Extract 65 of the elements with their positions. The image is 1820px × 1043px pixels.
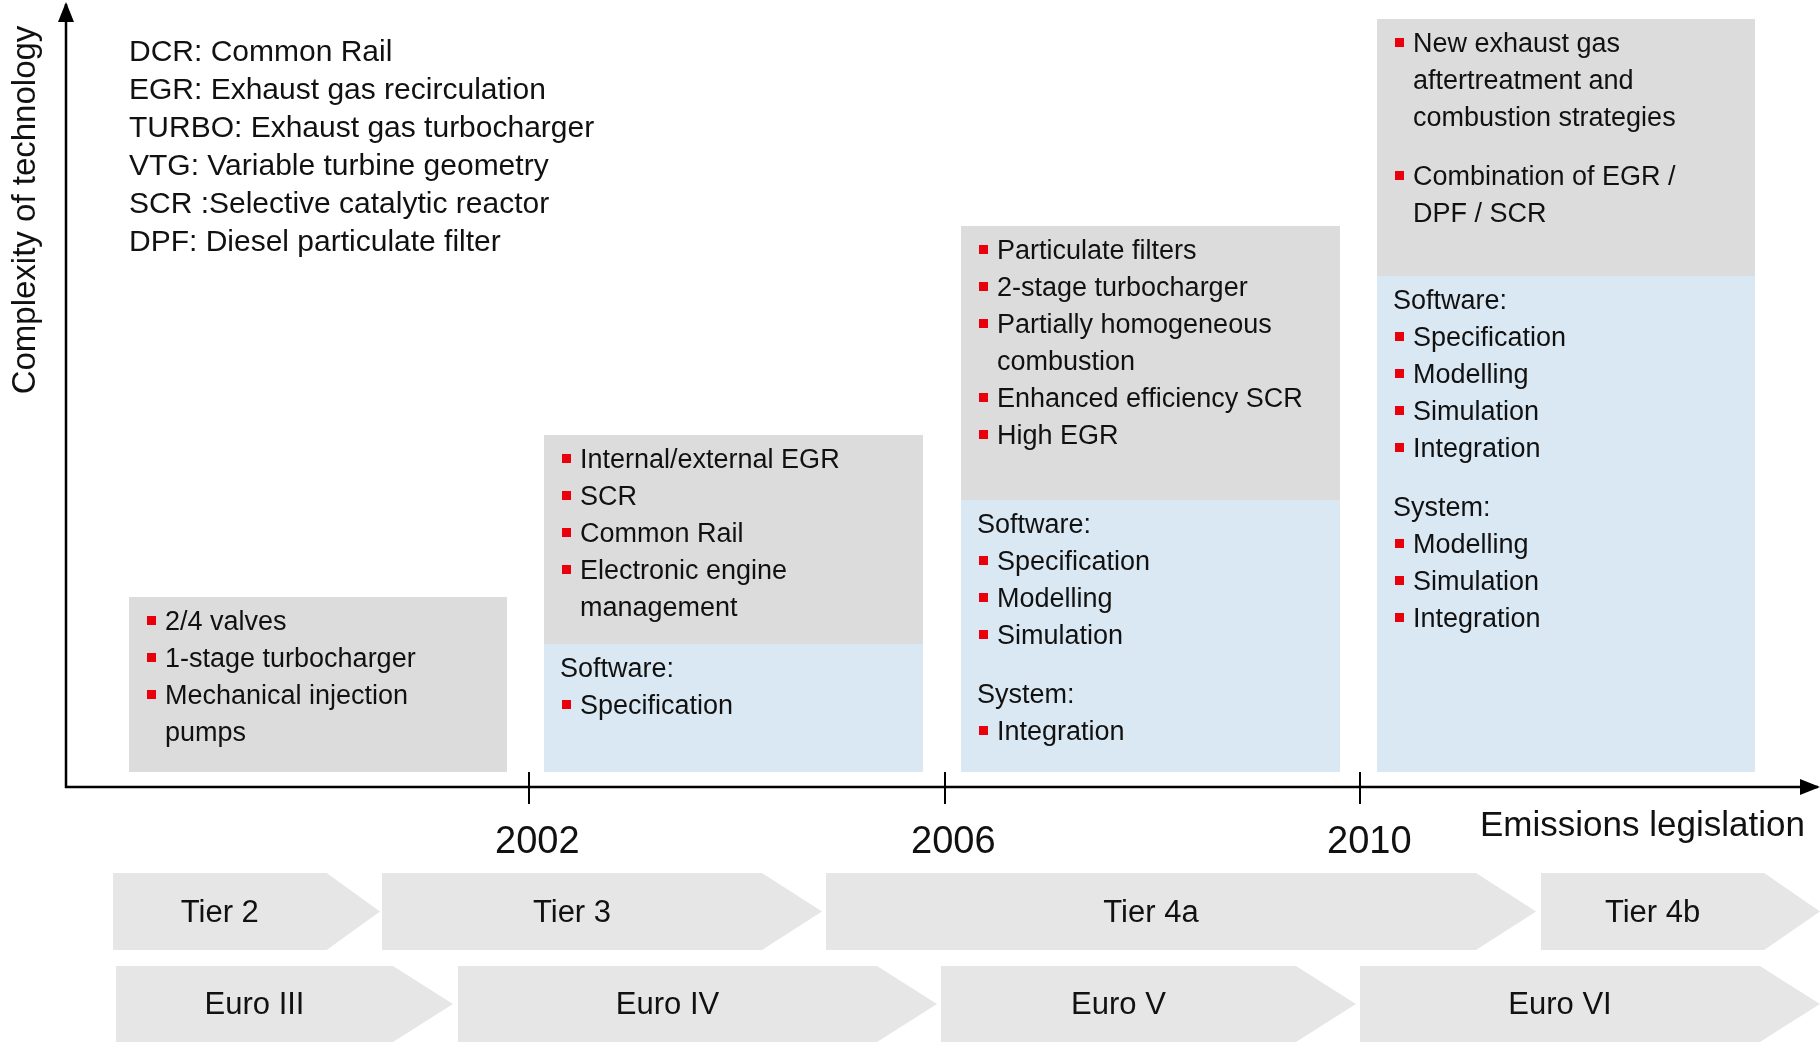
axis-title: Emissions legislation (1480, 805, 1805, 844)
stage-band (941, 966, 1356, 1042)
software-panel (544, 644, 923, 772)
bullet-text: Integration (1413, 433, 1541, 463)
stage-label: Tier 2 (180, 893, 259, 930)
software-panel (961, 500, 1340, 772)
feature-panel (129, 597, 507, 772)
abbreviation-text: DCR: Common Rail (129, 34, 393, 67)
bullet-text: Particulate filters (997, 235, 1197, 265)
axis-title: Complexity of technology (5, 25, 43, 395)
section-heading: Software: (1393, 284, 1509, 317)
stage-label: Euro VI (1508, 986, 1612, 1022)
software-panel (1377, 276, 1755, 772)
bullet-text: Electronic engine management (580, 555, 788, 622)
bullet-text: Modelling (1413, 359, 1529, 389)
bullet-text: SCR (580, 481, 637, 511)
bullet-text: Enhanced efficiency SCR (997, 383, 1303, 413)
bullet-text: Mechanical injection pumps (165, 680, 409, 747)
bullet-text: Simulation (1413, 566, 1540, 596)
bullet-text: High EGR (997, 420, 1119, 450)
bullet-text: Specification (997, 546, 1151, 576)
stage-label: Euro III (204, 986, 305, 1022)
bullet-text: Simulation (1413, 396, 1540, 426)
section-heading: System: (1393, 491, 1492, 524)
stage-label: Euro V (1071, 986, 1166, 1022)
stage-label: Tier 4b (1604, 893, 1701, 930)
bullet-text: Modelling (1413, 529, 1529, 559)
bullet-text: Modelling (997, 583, 1113, 613)
stage-label: Tier 4a (1103, 893, 1199, 930)
stage-band (1541, 873, 1820, 950)
stage-label: Tier 3 (532, 893, 612, 930)
feature-panel (1377, 19, 1755, 276)
stage-label: Euro IV (615, 986, 720, 1022)
abbreviation-text: SCR :Selective catalytic reactor (129, 186, 550, 219)
year-label: 2002 (495, 820, 580, 862)
stage-band (113, 873, 380, 950)
bullet-text: Common Rail (580, 518, 744, 548)
stage-band (826, 873, 1536, 950)
stage-band (1360, 966, 1820, 1042)
bullet-text: Internal/external EGR (580, 444, 840, 474)
feature-panel (544, 435, 923, 644)
stage-band (382, 873, 822, 950)
feature-panel (961, 226, 1340, 500)
abbreviation-text: EGR: Exhaust gas recirculation (129, 72, 546, 105)
bullet-text: 2-stage turbocharger (997, 272, 1248, 302)
stage-band (116, 966, 453, 1042)
bullet-text: Integration (997, 716, 1125, 746)
stage-band (458, 966, 937, 1042)
abbreviation-text: VTG: Variable turbine geometry (129, 148, 549, 181)
bullet-text: Simulation (997, 620, 1124, 650)
abbreviation-text: TURBO: Exhaust gas turbocharger (129, 110, 595, 143)
abbreviation-text: DPF: Diesel particulate filter (129, 224, 501, 257)
bullet-text: 1-stage turbocharger (165, 643, 416, 673)
bullet-text: 2/4 valves (165, 606, 287, 636)
year-label: 2010 (1327, 820, 1412, 862)
bullet-text: Specification (580, 690, 734, 720)
section-heading: Software: (560, 652, 676, 685)
section-heading: Software: (977, 508, 1093, 541)
year-label: 2006 (911, 820, 996, 862)
bullet-text: Integration (1413, 603, 1541, 633)
bullet-text: Partially homogeneous combustion (997, 309, 1272, 376)
section-heading: System: (977, 678, 1076, 711)
bullet-text: New exhaust gas aftertreatment and combustion strategies (1413, 28, 1676, 132)
bullet-text: Specification (1413, 322, 1567, 352)
bullet-text: Combination of EGR / DPF / SCR (1413, 161, 1676, 228)
